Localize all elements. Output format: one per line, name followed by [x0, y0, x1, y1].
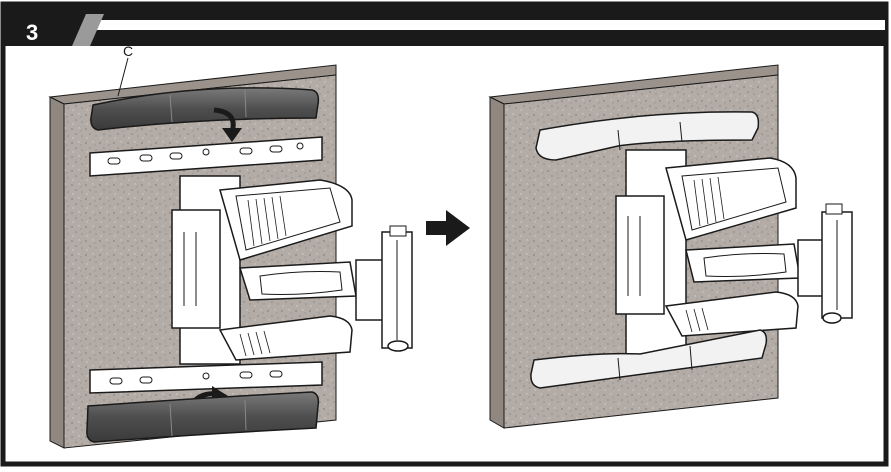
lower-arm-installed [664, 291, 799, 337]
header-bar-lower [3, 6, 885, 20]
cover-top-left [90, 87, 320, 131]
step-number: 3 [26, 20, 38, 45]
top-wall-rail [89, 136, 323, 177]
wall-left-side [49, 96, 65, 449]
arrow-right-icon [426, 210, 470, 246]
lower-arm [218, 315, 353, 361]
callout-label: C [123, 43, 133, 59]
tv-bracket [355, 259, 385, 321]
wall-right-side [489, 96, 505, 429]
cover-bottom-left [86, 391, 320, 443]
callout-leader [117, 57, 129, 97]
cover-bottom-installed [530, 329, 768, 389]
right-illustration [488, 64, 853, 429]
bottom-wall-rail [89, 361, 323, 394]
step-number-badge-slant [72, 14, 104, 46]
cover-top-installed [535, 111, 760, 161]
tv-bracket-installed [797, 239, 825, 297]
header-bar-accent [72, 20, 885, 30]
left-illustration: C [48, 43, 413, 449]
